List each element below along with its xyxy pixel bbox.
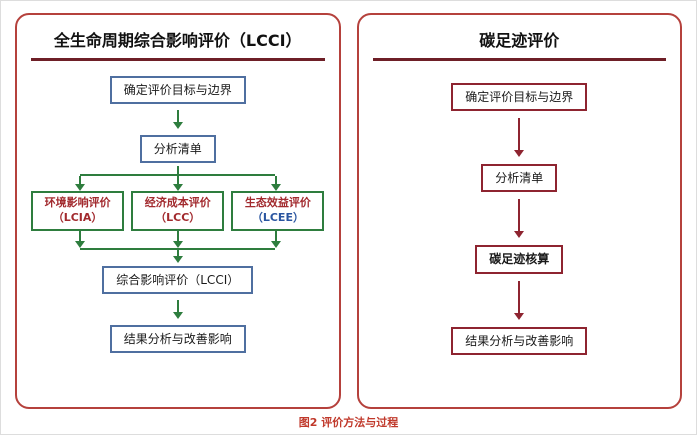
arrow-down-icon (514, 280, 525, 320)
arrow-down-icon (31, 250, 325, 264)
branch-abbr: （LCC） (155, 211, 201, 225)
arrow-shaft (176, 231, 179, 242)
arrow-down-icon (270, 231, 281, 249)
branch-abbr: （LCIA） (52, 211, 103, 225)
arrow-head (172, 312, 183, 320)
lcci-panel: 全生命周期综合影响评价（LCCI） 确定评价目标与边界 分析清单 (15, 13, 341, 409)
branch-label: 经济成本评价 (144, 196, 211, 210)
arrow-head (172, 184, 183, 192)
figure-caption: 图2 评价方法与过程 (298, 416, 399, 429)
carbon-flowchart: 确定评价目标与边界 分析清单 碳足迹核算 结果分析与改善影响 (373, 73, 667, 397)
arrow-down-icon (270, 176, 281, 192)
carbon-panel: 碳足迹评价 确定评价目标与边界 分析清单 碳足迹核算 (356, 13, 682, 409)
arrow-shaft (274, 176, 277, 185)
panels-row: 全生命周期综合影响评价（LCCI） 确定评价目标与边界 分析清单 (15, 13, 682, 409)
branch-split-connector (31, 166, 325, 192)
carbon-step-goal: 确定评价目标与边界 (451, 83, 588, 112)
arrow-head (270, 184, 281, 192)
arrow-shaft (518, 199, 521, 232)
carbon-step-inventory: 分析清单 (481, 164, 558, 193)
lcci-flowchart: 确定评价目标与边界 分析清单 (31, 73, 325, 397)
arrow-head (74, 184, 85, 192)
branch-label: 生态效益评价 (244, 196, 311, 210)
branch-lcee-box: 生态效益评价 （LCEE） (231, 191, 325, 232)
arrow-shaft (78, 176, 81, 185)
arrow-shaft (176, 300, 179, 313)
lcci-step-goal: 确定评价目标与边界 (109, 76, 246, 105)
arrow-head (514, 312, 525, 320)
title-underline (31, 58, 325, 61)
arrow-shaft (518, 280, 521, 313)
carbon-step-results: 结果分析与改善影响 (451, 326, 588, 355)
arrow-head (172, 241, 183, 249)
arrow-shaft (176, 176, 179, 185)
lcci-step-results: 结果分析与改善影响 (109, 325, 246, 354)
branch-boxes-row: 环境影响评价 （LCIA） 经济成本评价 （LCC） 生态效益评价 （LCEE） (31, 191, 325, 232)
arrow-head (514, 150, 525, 158)
arrow-down-icon (172, 231, 183, 249)
arrow-head (74, 241, 85, 249)
arrow-shaft (518, 118, 521, 151)
arrow-down-icon (74, 231, 85, 249)
arrow-down-icon (172, 300, 183, 320)
branch-label: 环境影响评价 (44, 196, 111, 210)
arrow-shaft (176, 250, 179, 257)
branch-lcc-box: 经济成本评价 （LCC） (131, 191, 225, 232)
lcci-step-inventory: 分析清单 (139, 135, 216, 164)
arrow-shaft (176, 110, 179, 123)
merge-arrows (31, 231, 325, 249)
arrow-shaft (78, 231, 81, 242)
title-underline (372, 58, 666, 61)
branch-abbr: （LCEE） (251, 211, 304, 225)
split-arrows (31, 176, 325, 192)
branch-merge-connector (31, 231, 325, 264)
carbon-panel-title: 碳足迹评价 (479, 31, 560, 50)
arrow-head (172, 122, 183, 130)
carbon-step-accounting: 碳足迹核算 (475, 245, 564, 274)
branch-lcia-box: 环境影响评价 （LCIA） (31, 191, 125, 232)
lcci-panel-title: 全生命周期综合影响评价（LCCI） (53, 31, 302, 50)
arrow-down-icon (514, 199, 525, 239)
arrow-head (172, 256, 183, 264)
arrow-down-icon (514, 118, 525, 158)
arrow-shaft (274, 231, 277, 242)
arrow-down-icon (74, 176, 85, 192)
arrow-down-icon (172, 176, 183, 192)
arrow-head (270, 241, 281, 249)
connector-line (176, 166, 179, 175)
arrow-down-icon (172, 110, 183, 130)
arrow-head (514, 231, 525, 239)
connector-line (80, 248, 276, 251)
lcci-step-comprehensive: 综合影响评价（LCCI） (102, 266, 254, 295)
connector-line (80, 174, 276, 177)
